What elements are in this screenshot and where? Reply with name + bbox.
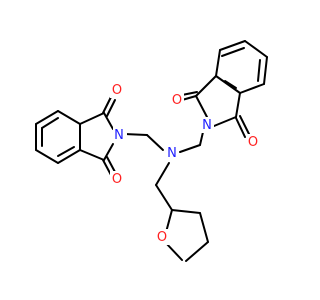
svg-text:N: N	[167, 146, 177, 161]
atom-o-bottom-right: O	[246, 134, 260, 150]
atom-o-ring: O	[155, 229, 169, 245]
atom-n-left: N	[113, 127, 127, 143]
atom-o-bottom-left: O	[110, 171, 124, 187]
svg-text:N: N	[114, 128, 124, 143]
svg-text:O: O	[157, 230, 167, 245]
atom-n-right: N	[200, 117, 214, 133]
right-carbonyl-bonds	[181, 91, 250, 138]
atom-o-top-left: O	[110, 82, 124, 98]
left-carbonyl-bonds	[102, 96, 116, 176]
left-benzene-ring	[35, 110, 81, 164]
left-imide-ring	[79, 112, 114, 161]
right-imide-ring	[195, 75, 241, 127]
molecule-structure-drawing: O O N N N O O O	[35, 40, 268, 262]
thf-ring	[164, 209, 209, 262]
svg-text:O: O	[172, 93, 182, 108]
svg-text:O: O	[112, 83, 122, 98]
svg-text:O: O	[112, 172, 122, 187]
right-linker	[179, 131, 204, 153]
thf-linker	[155, 162, 173, 211]
left-linker	[124, 133, 164, 151]
right-benzene-ring	[215, 40, 268, 94]
svg-text:N: N	[202, 118, 212, 133]
svg-text:O: O	[248, 135, 258, 150]
atom-o-top-right: O	[170, 92, 184, 108]
atom-n-center: N	[165, 145, 179, 161]
